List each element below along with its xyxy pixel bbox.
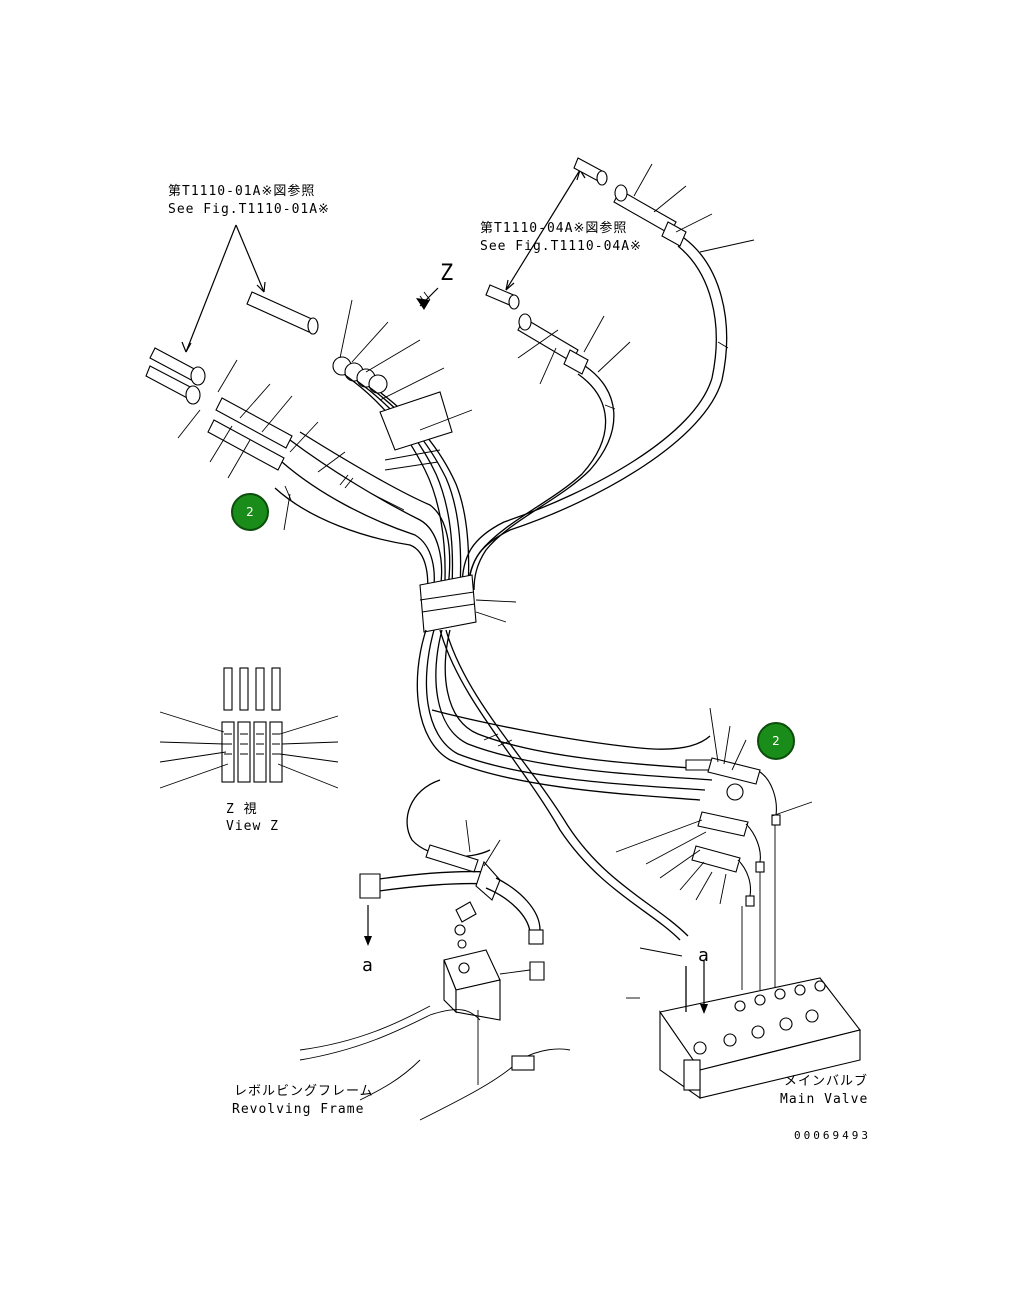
- drawing-number: 00069493: [794, 1129, 871, 1142]
- view-z-detail: [159, 667, 339, 789]
- lower-left-assembly: [299, 779, 571, 1121]
- center-bundle: [416, 574, 721, 941]
- upper-middle-fittings: [332, 299, 473, 591]
- upper-right-hoses: [461, 157, 755, 593]
- callout-2-left[interactable]: 2: [231, 493, 269, 531]
- view-z-marker: [416, 287, 439, 310]
- right-connectors: [615, 707, 813, 990]
- callout-2-right[interactable]: 2: [757, 722, 795, 760]
- main-valve-jp: メインバルブ: [784, 1074, 869, 1089]
- ref-left-en: See Fig.T1110-01A※: [168, 202, 330, 217]
- main-valve-en: Main Valve: [780, 1092, 869, 1107]
- revolving-frame-en: Revolving Frame: [232, 1102, 365, 1117]
- ref-right-jp: 第T1110-04A※図参照: [480, 221, 628, 236]
- ref-left-jp: 第T1110-01A※図参照: [168, 184, 316, 199]
- view-marker-z: Z: [440, 261, 455, 286]
- arrow-label-a-right: a: [698, 945, 710, 966]
- ref-right-en: See Fig.T1110-04A※: [480, 239, 642, 254]
- view-z-en: View Z: [226, 819, 279, 834]
- upper-left-hoses: [145, 224, 451, 606]
- view-z-jp: Z 視: [226, 802, 258, 817]
- main-valve-drawing: [626, 947, 861, 1100]
- revolving-frame-jp: レボルビングフレーム: [234, 1084, 374, 1099]
- arrow-label-a-left: a: [362, 955, 374, 976]
